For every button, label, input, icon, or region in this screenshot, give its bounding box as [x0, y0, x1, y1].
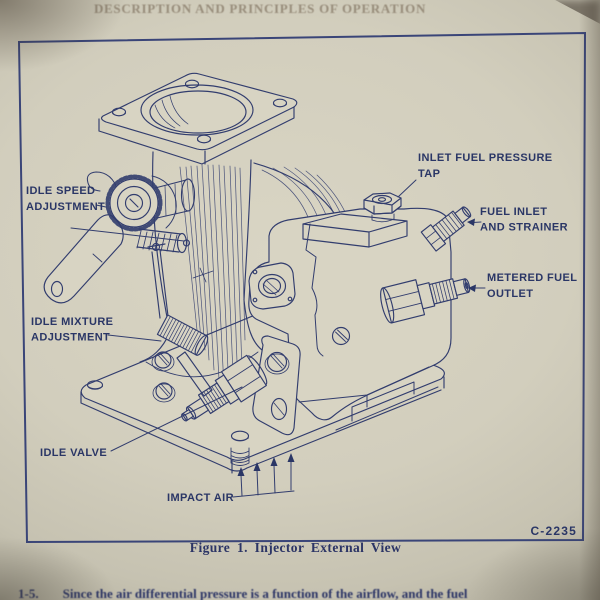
paragraph-text: Since the air differential pressure is a… — [62, 586, 468, 600]
callout-metered-fuel-outlet: METERED FUEL — [487, 272, 577, 284]
figure-code: C-2235 — [530, 524, 577, 538]
callout-idle-speed-adjustment: IDLE SPEED — [26, 185, 95, 197]
figure-caption: Figure 1. Injector External View — [189, 540, 402, 555]
callout-idle-valve: IDLE VALVE — [40, 447, 107, 459]
callout-idle-mixture-adjustment-l2: ADJUSTMENT — [31, 332, 110, 344]
callout-idle-speed-adjustment-l2: ADJUSTMENT — [26, 201, 105, 213]
paragraph-number: 1-5. — [18, 586, 39, 600]
callout-inlet-fuel-pressure-tap-l2: TAP — [418, 168, 440, 180]
callout-idle-mixture-adjustment: IDLE MIXTURE — [31, 316, 113, 328]
callout-inlet-fuel-pressure-tap: INLET FUEL PRESSURE — [418, 152, 553, 164]
mounting-flange — [98, 72, 298, 165]
callout-fuel-inlet-strainer-l2: AND STRAINER — [480, 222, 568, 234]
callout-metered-fuel-outlet-l2: OUTLET — [487, 288, 533, 300]
callout-impact-air: IMPACT AIR — [167, 492, 234, 504]
body-paragraph-partial: 1-5. Since the air differential pressure … — [18, 586, 593, 600]
callout-fuel-inlet-strainer: FUEL INLET — [480, 206, 547, 218]
